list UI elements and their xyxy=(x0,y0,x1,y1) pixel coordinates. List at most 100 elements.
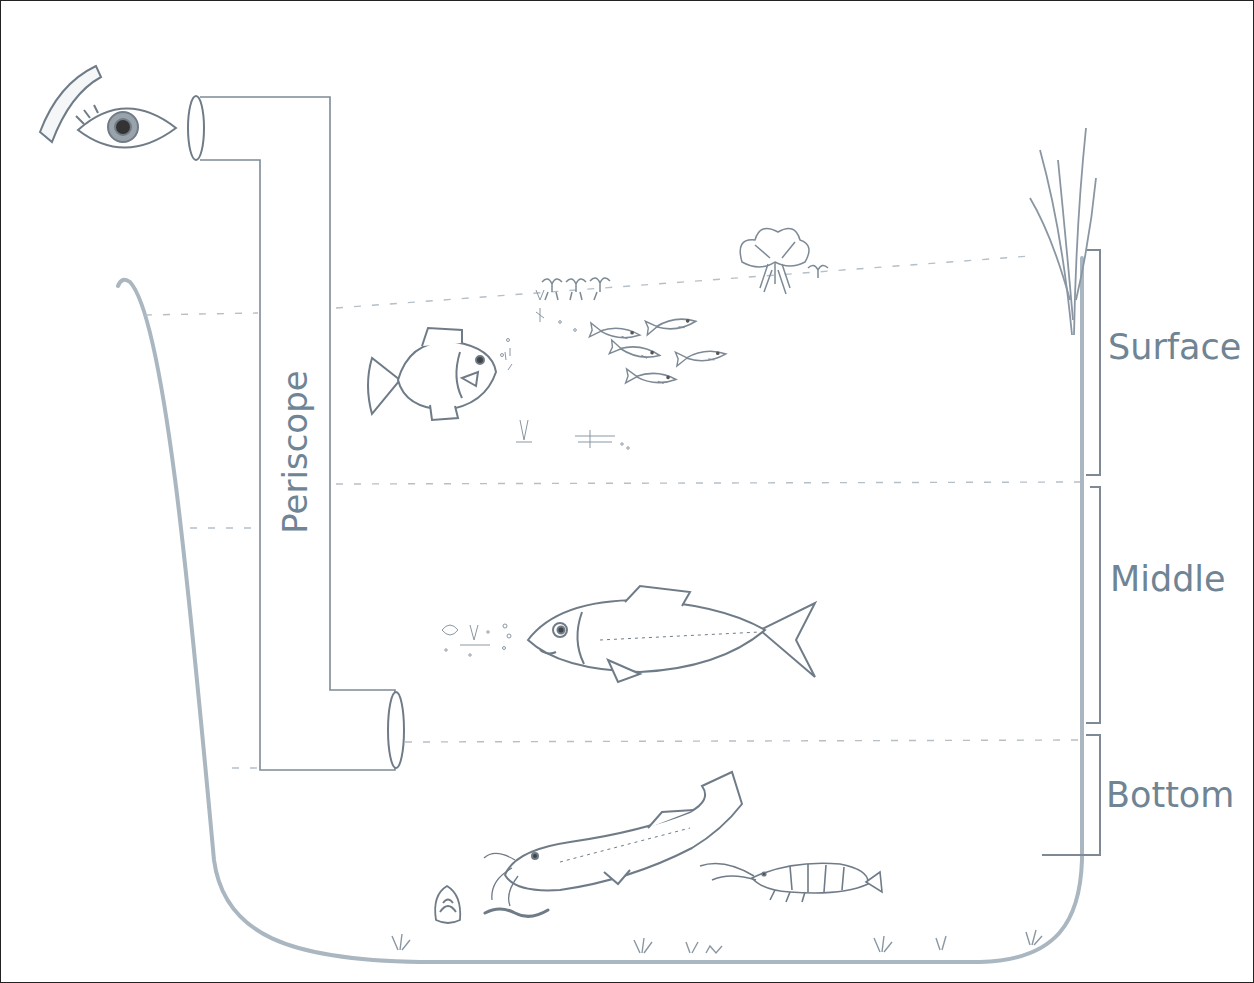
middle-fish xyxy=(528,586,815,682)
layer-line-part xyxy=(336,256,1030,308)
catfish-part xyxy=(484,853,518,906)
plankton-part xyxy=(505,348,512,370)
shrimp xyxy=(700,863,882,902)
floating-plant-part xyxy=(566,279,586,300)
layer-bracket-part xyxy=(1086,250,1100,475)
plankton-part xyxy=(507,339,510,342)
shrimp-part xyxy=(770,890,805,902)
middle-fish-part xyxy=(600,632,760,640)
small-fish-part xyxy=(589,323,640,342)
floating-plant-part xyxy=(590,278,610,300)
layer-label: Bottom xyxy=(1106,778,1234,813)
periscope-lens xyxy=(388,692,404,768)
bottom-grass xyxy=(392,930,1042,953)
floating-plant-part xyxy=(760,262,790,294)
snail-part xyxy=(440,900,456,913)
bottom-grass-part xyxy=(392,934,410,950)
plankton-part xyxy=(507,634,511,638)
plankton-part xyxy=(627,447,629,449)
plankton-part xyxy=(503,647,506,650)
snail-part xyxy=(435,886,460,923)
eye-part xyxy=(115,119,131,135)
catfish-part xyxy=(532,853,538,859)
plankton-part xyxy=(536,290,544,322)
bottom-grass-part xyxy=(634,938,652,953)
worm xyxy=(485,909,548,916)
reed-plant-part xyxy=(1040,150,1072,335)
layer-bracket xyxy=(1042,250,1100,855)
catfish-part xyxy=(604,870,630,884)
small-fish-part xyxy=(645,314,696,335)
middle-fish-part xyxy=(528,600,765,672)
plankton-part xyxy=(501,354,504,357)
bottom-grass-part xyxy=(874,936,892,952)
part-label: Periscope xyxy=(278,370,312,533)
middle-fish-part xyxy=(558,627,565,634)
surface-fish-part xyxy=(430,405,458,420)
eye-part xyxy=(108,112,138,142)
plankton-part xyxy=(574,329,577,332)
bottom-grass-part xyxy=(686,942,722,953)
plankton-part xyxy=(442,625,490,645)
floating-plant-part xyxy=(808,265,828,278)
middle-fish-part xyxy=(760,603,815,677)
floating-plant xyxy=(542,228,828,300)
layer-line-part xyxy=(336,482,1080,484)
middle-fish-part xyxy=(608,660,640,682)
snail xyxy=(435,886,460,923)
catfish-part xyxy=(560,828,690,862)
layer-line-part xyxy=(405,740,1080,742)
worm-part xyxy=(485,909,548,916)
layer-line-part xyxy=(232,767,258,768)
plankton-part xyxy=(469,654,471,656)
periscope: Periscope xyxy=(185,92,405,777)
surface-fish-part xyxy=(422,328,462,346)
plankton-part xyxy=(503,624,507,628)
surface-fish xyxy=(368,328,496,420)
floating-plant-part xyxy=(542,279,562,300)
eye-part xyxy=(76,105,98,124)
floating-plant-part xyxy=(740,228,809,267)
plankton-part xyxy=(621,443,623,445)
surface-fish-part xyxy=(462,372,478,386)
middle-fish-part xyxy=(553,623,567,637)
middle-fish-part xyxy=(540,650,556,654)
middle-fish-part xyxy=(577,612,584,664)
shrimp-part xyxy=(752,863,868,893)
bottom-grass-part xyxy=(936,936,946,950)
surface-fish-part xyxy=(476,356,484,364)
small-fish-part xyxy=(626,369,677,386)
small-fish xyxy=(589,314,726,386)
surface-fish-part xyxy=(456,352,462,398)
small-fish-part xyxy=(675,347,726,366)
bottom-grass-part xyxy=(1026,930,1042,945)
surface-fish-part xyxy=(368,358,400,414)
shrimp-part xyxy=(866,872,882,892)
plankton-part xyxy=(516,420,532,442)
plankton-part xyxy=(559,321,562,324)
floating-plant-part xyxy=(755,242,795,258)
shrimp-part xyxy=(762,872,766,876)
eye xyxy=(40,66,176,148)
layer-label: Middle xyxy=(1110,562,1226,597)
eye-part xyxy=(78,108,176,147)
shrimp-part xyxy=(790,864,844,892)
reed-plant xyxy=(1030,128,1096,335)
reed-plant-part xyxy=(1076,178,1096,300)
shrimp-part xyxy=(700,864,756,880)
catfish xyxy=(484,772,742,906)
layer-line-part xyxy=(145,313,258,315)
periscope-lens xyxy=(188,96,204,160)
layer-label: Surface xyxy=(1108,330,1241,365)
catfish-part xyxy=(505,772,742,890)
periscope-tube xyxy=(200,97,395,770)
reed-plant-part xyxy=(1074,128,1086,335)
layer-bracket-part xyxy=(1042,735,1100,855)
surface-fish-part xyxy=(398,342,496,410)
small-fish-part xyxy=(609,340,661,362)
plankton-part xyxy=(445,649,447,651)
plankton-part xyxy=(575,430,615,448)
